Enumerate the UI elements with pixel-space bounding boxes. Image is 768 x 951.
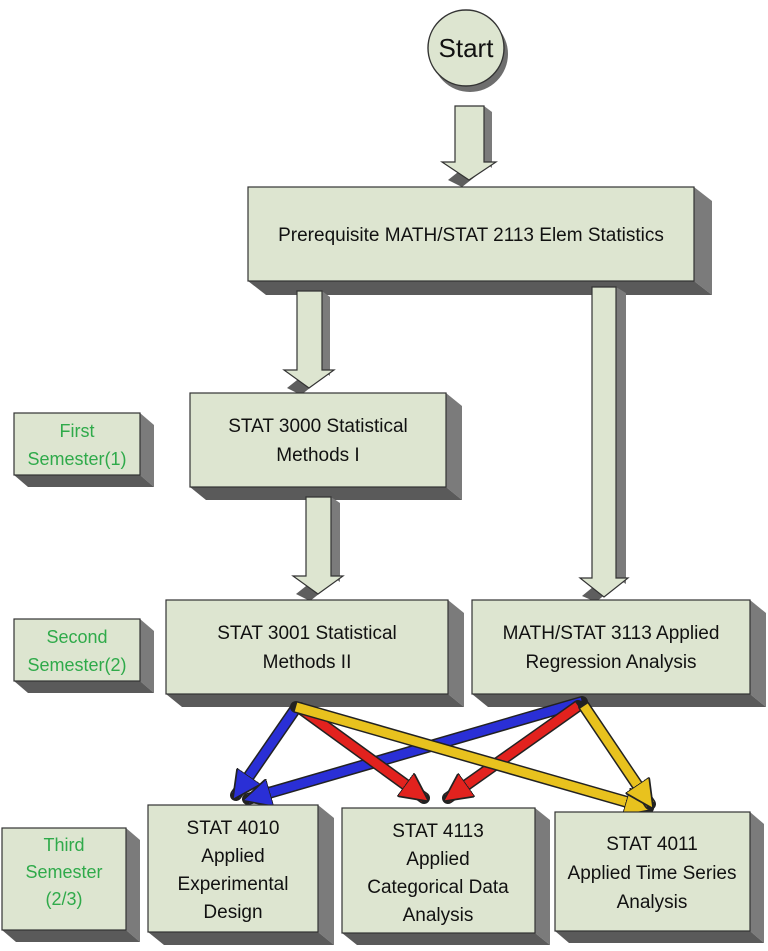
math3113-line1: MATH/STAT 3113 Applied: [503, 623, 720, 644]
arrow-prereq-to-math3113: [578, 286, 630, 602]
stat3000-box: STAT 3000 Statistical Methods I: [189, 392, 462, 500]
stat4011-line2: Applied Time Series: [568, 863, 737, 884]
first-semester-line2: Semester(1): [27, 449, 126, 469]
stat4011-line3: Analysis: [617, 892, 688, 913]
stat3000-line1: STAT 3000 Statistical: [228, 416, 408, 437]
connector-arrows: [230, 696, 656, 808]
stat4113-line1: STAT 4113: [392, 821, 484, 842]
arrow-start-to-prereq: [440, 105, 498, 187]
stat3001-line2: Methods II: [263, 652, 352, 673]
stat4010-line3: Experimental: [178, 874, 289, 895]
stat4113-line2: Applied: [406, 849, 469, 870]
second-semester-line2: Semester(2): [27, 655, 126, 675]
first-semester-line1: First: [60, 421, 95, 441]
stat4010-line2: Applied: [201, 846, 264, 867]
arrow-prereq-to-stat3000: [282, 290, 336, 395]
start-node: Start: [427, 9, 508, 92]
stat3001-box: STAT 3001 Statistical Methods II: [165, 599, 464, 707]
stat4011-box: STAT 4011 Applied Time Series Analysis: [554, 811, 764, 943]
third-semester-line2: Semester: [25, 862, 102, 882]
stat4113-line3: Categorical Data: [367, 877, 509, 898]
stat4010-box: STAT 4010 Applied Experimental Design: [147, 804, 334, 945]
start-label: Start: [439, 33, 495, 63]
prereq-box: Prerequisite MATH/STAT 2113 Elem Statist…: [247, 186, 712, 295]
third-semester-line1: Third: [43, 835, 84, 855]
stat4010-line1: STAT 4010: [187, 818, 280, 839]
stat4011-line1: STAT 4011: [606, 834, 698, 855]
third-semester-label: Third Semester (2/3): [1, 827, 140, 942]
second-semester-label: Second Semester(2): [13, 618, 154, 693]
stat4113-box: STAT 4113 Applied Categorical Data Analy…: [341, 807, 550, 945]
prereq-label: Prerequisite MATH/STAT 2113 Elem Statist…: [278, 225, 664, 246]
second-semester-line1: Second: [46, 627, 107, 647]
math3113-line2: Regression Analysis: [525, 652, 696, 673]
stat4113-line4: Analysis: [403, 905, 474, 926]
third-semester-line3: (2/3): [45, 889, 82, 909]
stat3000-line2: Methods I: [276, 445, 359, 466]
stat3001-line1: STAT 3001 Statistical: [217, 623, 397, 644]
first-semester-label: First Semester(1): [13, 412, 154, 487]
math3113-box: MATH/STAT 3113 Applied Regression Analys…: [471, 599, 766, 707]
stat4010-line4: Design: [203, 902, 262, 923]
arrow-stat3000-to-stat3001: [291, 496, 345, 601]
